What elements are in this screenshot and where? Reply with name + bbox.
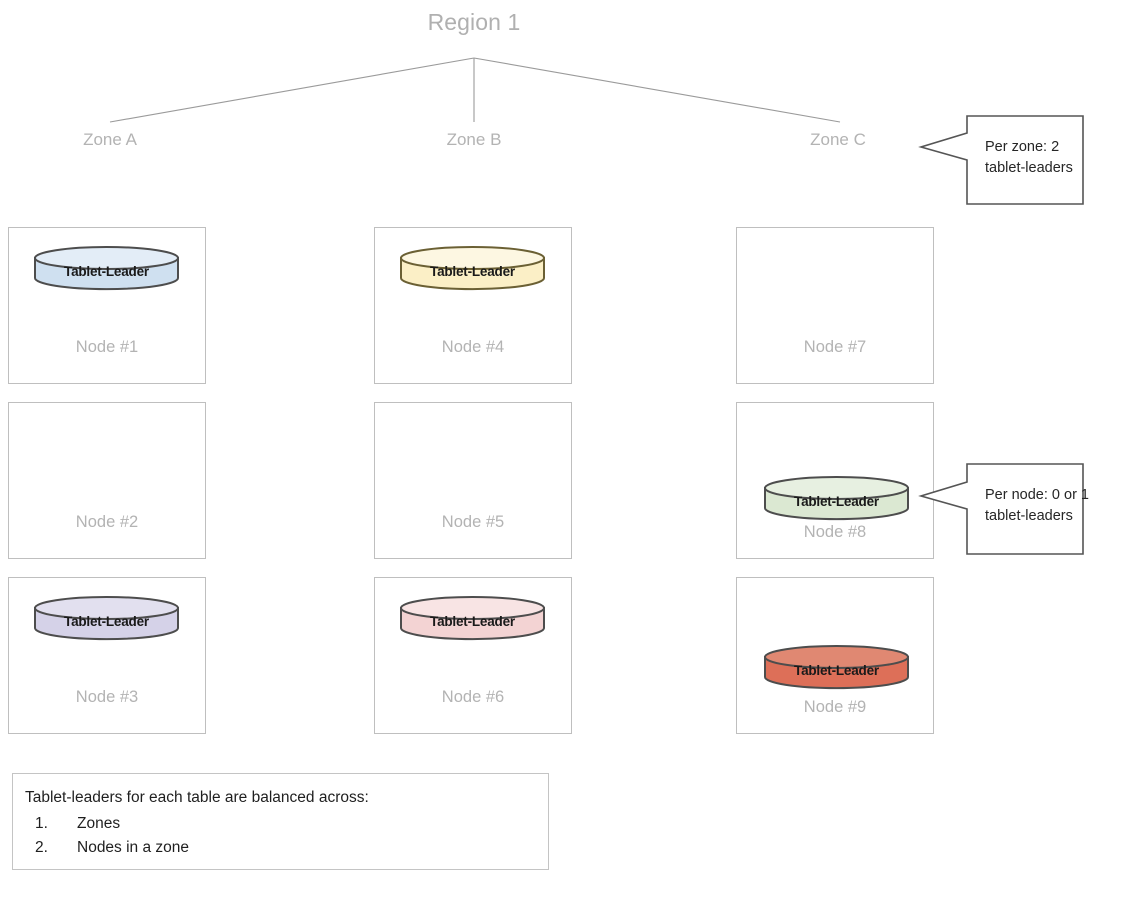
- node-label-node-1: Node #1: [75, 338, 139, 356]
- tablet-leader-label-node-1: Tablet-Leader: [64, 263, 149, 279]
- zone-label-b: Zone B: [446, 130, 502, 149]
- callout-per-node-line1: Per node: 0 or 1: [985, 487, 1089, 503]
- tablet-leader-label-node-4: Tablet-Leader: [430, 263, 515, 279]
- legend-title: Tablet-leaders for each table are balanc…: [25, 789, 369, 806]
- legend-item-1-number: 1.: [35, 815, 48, 832]
- tablet-leader-label-node-8: Tablet-Leader: [794, 493, 879, 509]
- tablet-leader-cylinder-node-9[interactable]: Tablet-Leader: [763, 644, 910, 690]
- legend-item-2-text: Nodes in a zone: [77, 839, 190, 856]
- zone-label-c: Zone C: [810, 130, 866, 149]
- callout-per-zone: Per zone: 2 tablet-leaders: [918, 115, 1132, 205]
- node-label-node-4: Node #4: [441, 338, 505, 356]
- tablet-leader-cylinder-node-8[interactable]: Tablet-Leader: [763, 475, 910, 521]
- node-card-node-3[interactable]: Tablet-Leader Node #3: [8, 577, 206, 734]
- tablet-leader-label-node-3: Tablet-Leader: [64, 613, 149, 629]
- tablet-leader-label-node-6: Tablet-Leader: [430, 613, 515, 629]
- legend-item-2: 2. Nodes in a zone: [35, 839, 189, 857]
- tablet-leader-cylinder-node-4[interactable]: Tablet-Leader: [399, 245, 546, 291]
- tablet-leader-cylinder-node-6[interactable]: Tablet-Leader: [399, 595, 546, 641]
- node-card-node-5[interactable]: Node #5: [374, 402, 572, 559]
- node-card-node-4[interactable]: Tablet-Leader Node #4: [374, 227, 572, 384]
- legend-item-2-number: 2.: [35, 839, 48, 856]
- node-card-node-9[interactable]: Tablet-Leader Node #9: [736, 577, 934, 734]
- node-label-node-2: Node #2: [75, 513, 139, 531]
- node-label-node-6: Node #6: [441, 688, 505, 706]
- tablet-leader-cylinder-node-1[interactable]: Tablet-Leader: [33, 245, 180, 291]
- callout-per-node-shape: [918, 463, 1084, 555]
- region-title: Region 1: [427, 9, 521, 35]
- tablet-leader-label-node-9: Tablet-Leader: [794, 662, 879, 678]
- callout-per-zone-line1: Per zone: 2: [985, 139, 1060, 155]
- callout-per-node-text: Per node: 0 or 1 tablet-leaders: [985, 485, 1125, 527]
- legend-item-1: 1. Zones: [35, 815, 120, 833]
- node-label-node-8: Node #8: [803, 523, 867, 541]
- node-card-node-8[interactable]: Tablet-Leader Node #8: [736, 402, 934, 559]
- node-label-node-5: Node #5: [441, 513, 505, 531]
- node-label-node-3: Node #3: [75, 688, 139, 706]
- callout-per-node: Per node: 0 or 1 tablet-leaders: [918, 463, 1132, 555]
- legend-box: Tablet-leaders for each table are balanc…: [12, 773, 549, 870]
- node-card-node-6[interactable]: Tablet-Leader Node #6: [374, 577, 572, 734]
- node-card-node-7[interactable]: Node #7: [736, 227, 934, 384]
- callout-per-node-line2: tablet-leaders: [985, 508, 1073, 525]
- legend-item-1-text: Zones: [77, 815, 121, 832]
- node-card-node-1[interactable]: Tablet-Leader Node #1: [8, 227, 206, 384]
- zone-label-a: Zone A: [83, 130, 137, 149]
- tablet-leader-cylinder-node-3[interactable]: Tablet-Leader: [33, 595, 180, 641]
- node-label-node-9: Node #9: [803, 698, 867, 716]
- node-label-node-7: Node #7: [803, 338, 867, 356]
- node-card-node-2[interactable]: Node #2: [8, 402, 206, 559]
- callout-per-zone-text: Per zone: 2 tablet-leaders: [985, 137, 1125, 179]
- callout-per-zone-line2: tablet-leaders: [985, 160, 1073, 177]
- callout-per-zone-shape: [918, 115, 1084, 205]
